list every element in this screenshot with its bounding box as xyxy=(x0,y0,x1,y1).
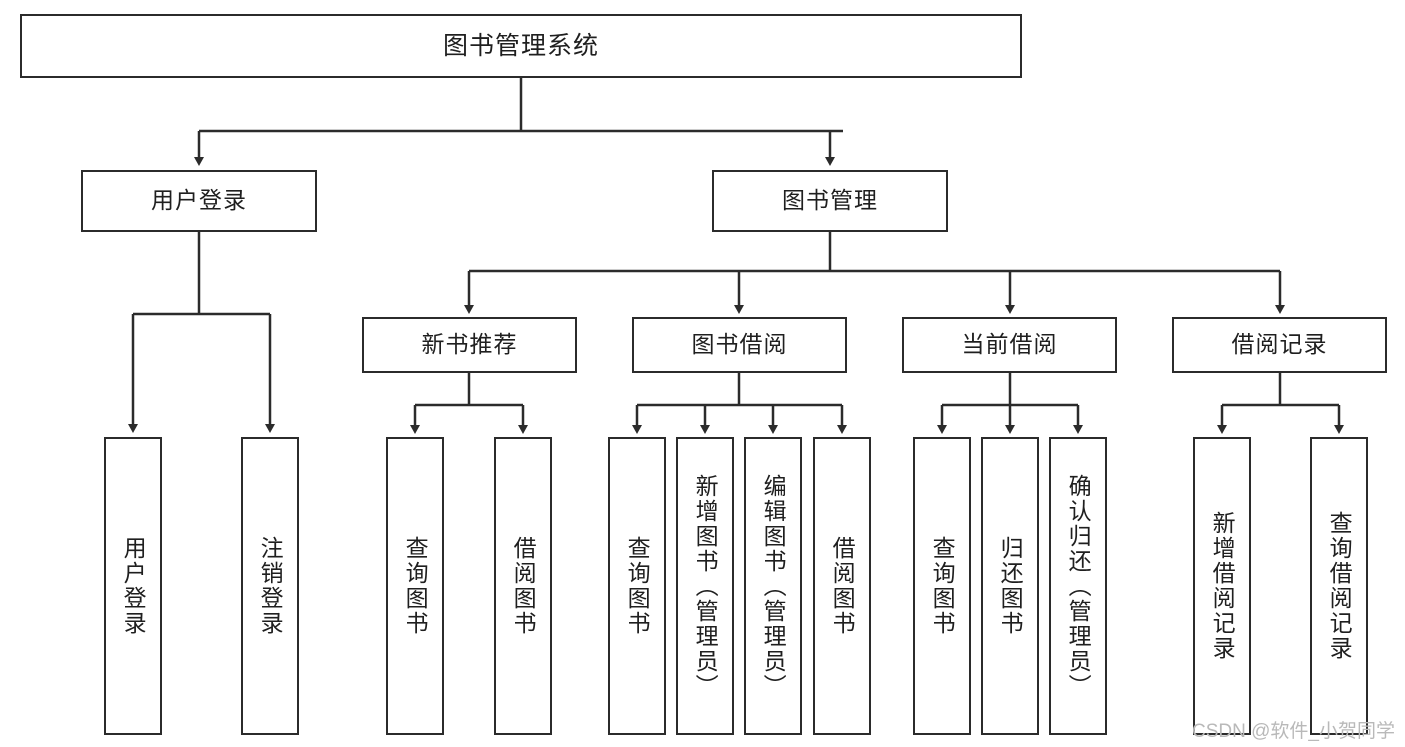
leaf-return-book[interactable]: 归还图书 xyxy=(981,437,1039,735)
leaf-add-borrow-record[interactable]: 新增借阅记录 xyxy=(1193,437,1251,735)
node-book-borrow[interactable]: 图书借阅 xyxy=(632,317,847,373)
node-label: 查询图书 xyxy=(624,536,651,636)
leaf-add-book-admin[interactable]: 新增图书（管理员） xyxy=(676,437,734,735)
node-label: 新增图书（管理员） xyxy=(692,473,719,699)
node-label: 借阅图书 xyxy=(829,536,856,636)
node-book-management[interactable]: 图书管理 xyxy=(712,170,948,232)
node-label: 新增借阅记录 xyxy=(1209,511,1236,661)
leaf-confirm-return-admin[interactable]: 确认归还（管理员） xyxy=(1049,437,1107,735)
leaf-borrow-book[interactable]: 借阅图书 xyxy=(813,437,871,735)
leaf-borrow-book-recommend[interactable]: 借阅图书 xyxy=(494,437,552,735)
leaf-logout[interactable]: 注销登录 xyxy=(241,437,299,735)
leaf-query-book-borrow[interactable]: 查询图书 xyxy=(608,437,666,735)
node-label: 图书管理系统 xyxy=(442,32,599,60)
node-user-login[interactable]: 用户登录 xyxy=(81,170,317,232)
node-label: 借阅图书 xyxy=(510,536,537,636)
leaf-query-book-current[interactable]: 查询图书 xyxy=(913,437,971,735)
node-label: 借阅记录 xyxy=(1231,331,1328,358)
node-label: 图书借阅 xyxy=(691,331,788,358)
node-label: 归还图书 xyxy=(997,536,1024,636)
node-label: 图书管理 xyxy=(782,187,878,214)
leaf-user-login[interactable]: 用户登录 xyxy=(104,437,162,735)
watermark-text: CSDN @软件_小贺同学 xyxy=(1192,721,1395,742)
node-label: 用户登录 xyxy=(120,536,147,636)
node-label: 当前借阅 xyxy=(961,331,1058,358)
node-label: 确认归还（管理员） xyxy=(1065,473,1092,699)
node-label: 用户登录 xyxy=(151,187,247,214)
node-borrow-record[interactable]: 借阅记录 xyxy=(1172,317,1387,373)
node-label: 新书推荐 xyxy=(421,331,518,358)
node-root-book-management-system[interactable]: 图书管理系统 xyxy=(20,14,1022,78)
leaf-query-book-recommend[interactable]: 查询图书 xyxy=(386,437,444,735)
node-label: 注销登录 xyxy=(257,536,284,636)
node-new-book-recommend[interactable]: 新书推荐 xyxy=(362,317,577,373)
leaf-query-borrow-record[interactable]: 查询借阅记录 xyxy=(1310,437,1368,735)
node-label: 查询图书 xyxy=(929,536,956,636)
node-current-borrow[interactable]: 当前借阅 xyxy=(902,317,1117,373)
node-label: 查询图书 xyxy=(402,536,429,636)
node-label: 查询借阅记录 xyxy=(1326,511,1353,661)
leaf-edit-book-admin[interactable]: 编辑图书（管理员） xyxy=(744,437,802,735)
node-label: 编辑图书（管理员） xyxy=(760,473,787,699)
